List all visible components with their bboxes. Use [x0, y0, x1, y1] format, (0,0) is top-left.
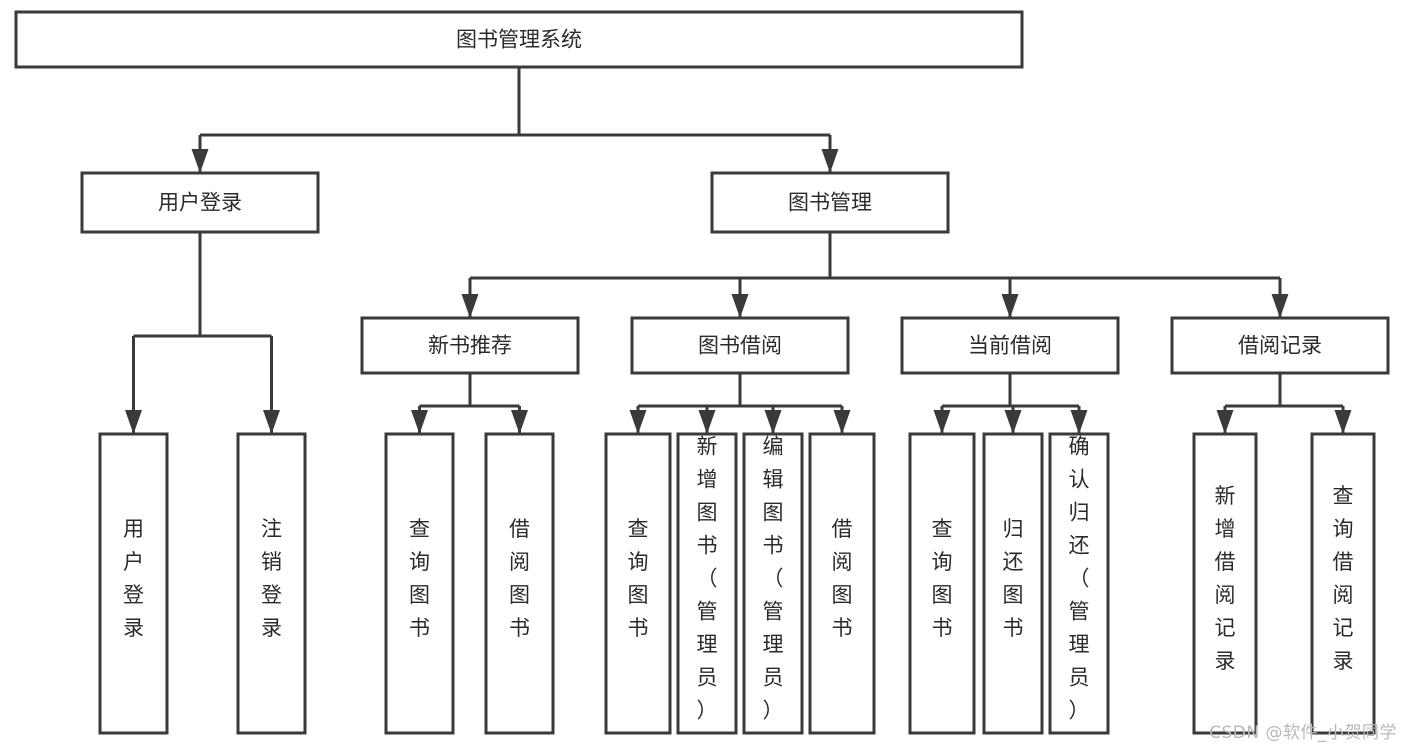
node-leaf-add-borrow-record[interactable]: 新增借阅记录 — [1192, 432, 1258, 735]
node-label: 用户登录 — [123, 517, 144, 640]
node-book-management[interactable]: 图书管理 — [710, 171, 950, 234]
node-label: 新增图书（管理员） — [697, 435, 718, 723]
node-current-borrow[interactable]: 当前借阅 — [900, 316, 1120, 375]
node-leaf-return-book[interactable]: 归还图书 — [982, 432, 1044, 735]
connector-borrow-to-leaves — [629, 373, 851, 434]
node-label: 编辑图书（管理员） — [763, 435, 784, 723]
connector-root-to-level2 — [191, 67, 839, 173]
node-leaf-borrow-book[interactable]: 借阅图书 — [808, 432, 876, 735]
node-leaf-confirm-return[interactable]: 确认归还（管理员） — [1048, 432, 1110, 735]
connector-bookmgmt-to-level3 — [461, 232, 1289, 318]
connector-current-to-leaves — [933, 373, 1088, 434]
node-leaf-logout[interactable]: 注销登录 — [236, 432, 307, 735]
node-leaf-user-login[interactable]: 用户登录 — [98, 432, 169, 735]
node-label: 查询借阅记录 — [1333, 484, 1354, 673]
node-label: 借阅记录 — [1238, 334, 1322, 358]
node-new-book-recommend[interactable]: 新书推荐 — [360, 316, 580, 375]
connector-layer — [125, 67, 1352, 434]
node-user-login[interactable]: 用户登录 — [80, 171, 320, 234]
node-label: 查询图书 — [628, 517, 649, 640]
node-label: 新书推荐 — [428, 334, 512, 358]
node-leaf-query-book-borrow[interactable]: 查询图书 — [604, 432, 672, 735]
node-leaf-borrow-book-recommend[interactable]: 借阅图书 — [484, 432, 555, 735]
connector-recommend-to-leaves — [411, 373, 528, 434]
node-label: 图书管理 — [788, 191, 872, 215]
node-leaf-query-borrow-record[interactable]: 查询借阅记录 — [1310, 432, 1376, 735]
node-label: 图书管理系统 — [456, 28, 582, 52]
node-label: 注销登录 — [261, 517, 282, 640]
node-book-borrow[interactable]: 图书借阅 — [630, 316, 850, 375]
node-borrow-record[interactable]: 借阅记录 — [1170, 316, 1390, 375]
node-label: 归还图书 — [1003, 517, 1024, 640]
node-label: 借阅图书 — [509, 517, 530, 640]
node-layer: 图书管理系统用户登录图书管理新书推荐图书借阅当前借阅借阅记录用户登录注销登录查询… — [14, 10, 1390, 735]
node-root[interactable]: 图书管理系统 — [14, 10, 1024, 69]
node-leaf-query-book-recommend[interactable]: 查询图书 — [384, 432, 455, 735]
node-label: 查询图书 — [932, 517, 953, 640]
node-label: 确认归还（管理员） — [1069, 435, 1090, 723]
connector-userlogin-to-leaves — [125, 232, 280, 434]
node-leaf-add-book[interactable]: 新增图书（管理员） — [676, 432, 738, 735]
node-leaf-query-book-current[interactable]: 查询图书 — [908, 432, 976, 735]
node-label: 查询图书 — [409, 517, 430, 640]
node-label: 新增借阅记录 — [1215, 484, 1236, 673]
connector-record-to-leaves — [1216, 373, 1352, 434]
node-leaf-edit-book[interactable]: 编辑图书（管理员） — [742, 432, 804, 735]
node-label: 用户登录 — [158, 191, 242, 215]
node-label: 图书借阅 — [698, 334, 782, 358]
node-label: 当前借阅 — [968, 334, 1052, 358]
node-label: 借阅图书 — [832, 517, 853, 640]
